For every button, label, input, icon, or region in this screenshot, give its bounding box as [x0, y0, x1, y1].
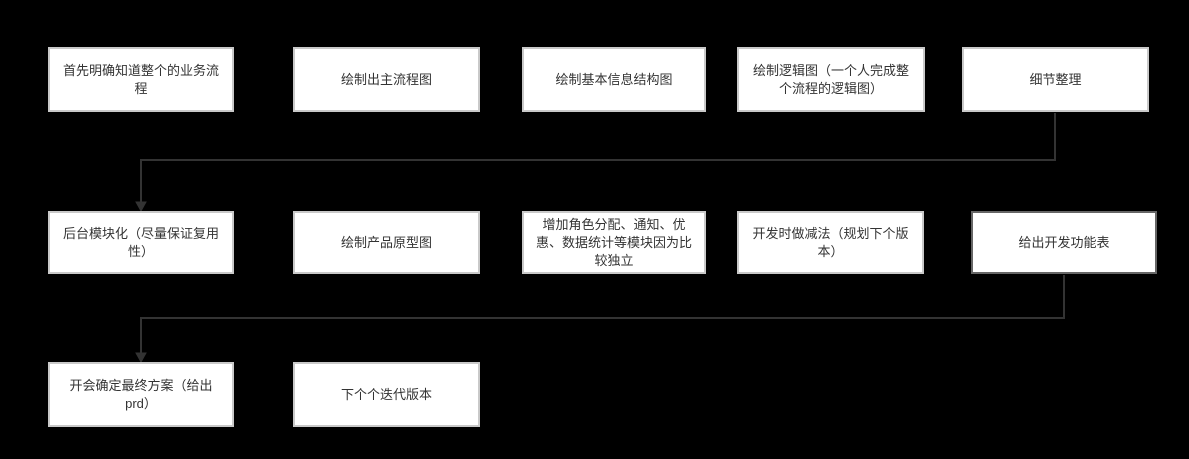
flow-node-subtraction-planning[interactable]: 开发时做减法（规划下个版本）	[737, 211, 924, 274]
flow-node-feature-table[interactable]: 给出开发功能表	[971, 211, 1157, 274]
flow-node-logic-diagram[interactable]: 绘制逻辑图（一个人完成整个流程的逻辑图）	[737, 47, 925, 112]
flow-node-next-iteration[interactable]: 下个个迭代版本	[293, 362, 480, 427]
flow-node-detail-sorting[interactable]: 细节整理	[962, 47, 1149, 112]
flow-node-backend-modularization[interactable]: 后台模块化（尽量保证复用性）	[48, 211, 234, 274]
flow-node-main-flowchart[interactable]: 绘制出主流程图	[293, 47, 480, 112]
flow-node-add-modules[interactable]: 增加角色分配、通知、优惠、数据统计等模块因为比较独立	[522, 211, 706, 274]
flow-node-product-prototype[interactable]: 绘制产品原型图	[293, 211, 480, 274]
edge-detail-to-backend[interactable]	[135, 113, 1056, 213]
flow-node-info-structure[interactable]: 绘制基本信息结构图	[522, 47, 706, 112]
flow-node-business-process[interactable]: 首先明确知道整个的业务流程	[48, 47, 234, 112]
edge-featuretable-to-meeting[interactable]	[135, 275, 1065, 364]
flow-node-final-plan-prd[interactable]: 开会确定最终方案（给出prd）	[48, 362, 234, 427]
